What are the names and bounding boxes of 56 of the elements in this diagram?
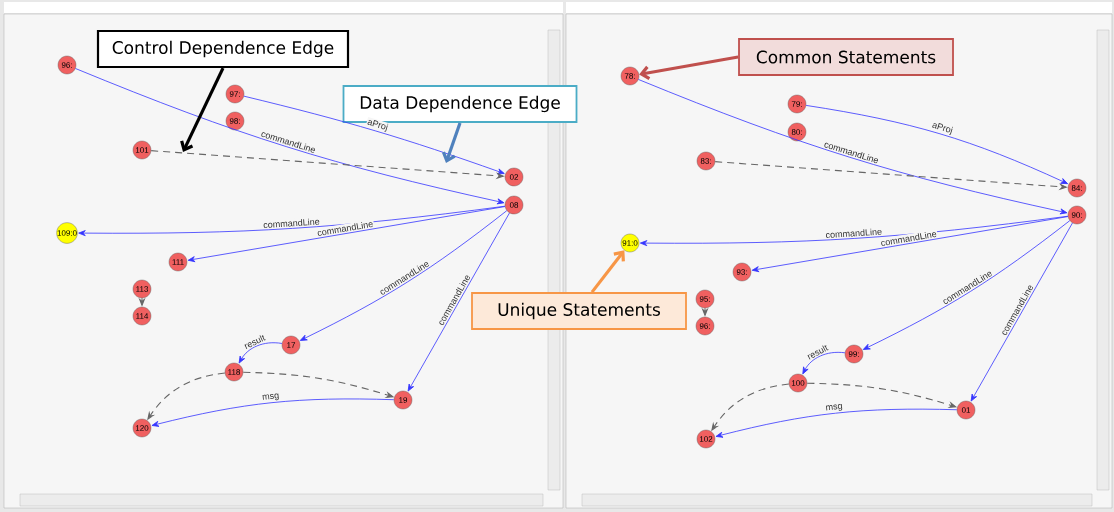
statement-node: 08 xyxy=(504,195,524,215)
statement-node: 78: xyxy=(620,66,640,86)
statement-node: 99: xyxy=(844,344,864,364)
arrow xyxy=(970,222,1073,402)
arrow xyxy=(802,352,846,375)
statement-node: 80: xyxy=(787,122,807,142)
leader-arrow xyxy=(639,55,739,81)
statement-node: 114 xyxy=(132,306,152,326)
statement-node: 02 xyxy=(504,167,524,187)
statement-node: 120 xyxy=(132,418,152,438)
edge-label: aProj xyxy=(365,117,390,134)
arrow xyxy=(862,220,1071,350)
callout-box: Control Dependence Edge xyxy=(96,29,350,69)
edge-label: aProj xyxy=(930,120,955,137)
statement-node: 90: xyxy=(1067,205,1087,225)
leader-arrow xyxy=(590,250,625,294)
arrow xyxy=(238,342,283,364)
statement-node: 111 xyxy=(168,252,188,272)
edge-label: result xyxy=(242,332,267,351)
statement-node: 100 xyxy=(788,373,808,393)
arrow xyxy=(638,79,1068,215)
statement-node: 84: xyxy=(1067,178,1087,198)
leader-arrow xyxy=(180,67,225,152)
statement-node: 91:0 xyxy=(620,233,640,253)
edge-label: commandLine xyxy=(824,227,884,240)
callout-box: Common Statements xyxy=(738,38,954,76)
statement-node: 109:0 xyxy=(56,222,78,244)
statement-node: 97: xyxy=(225,84,245,104)
statement-node: 98: xyxy=(225,111,245,131)
arrow xyxy=(407,212,510,392)
arrow xyxy=(75,68,505,205)
statement-node: 96: xyxy=(695,316,715,336)
callout-box: Unique Statements xyxy=(471,292,687,330)
statement-node: 95: xyxy=(695,289,715,309)
arrow xyxy=(299,210,508,341)
edge-label: msg xyxy=(261,392,281,403)
arrow xyxy=(805,105,1069,185)
statement-node: 102 xyxy=(696,429,716,449)
statement-node: 83: xyxy=(696,151,716,171)
edge-label: result xyxy=(805,342,830,362)
statement-node: 96: xyxy=(57,55,77,75)
arrow xyxy=(243,95,505,175)
statement-node: 118 xyxy=(224,362,244,382)
arrow xyxy=(751,216,1069,273)
edge-label: msg xyxy=(824,402,844,414)
statement-node: 113 xyxy=(132,279,152,299)
arrow xyxy=(715,408,958,438)
statement-node: 93: xyxy=(732,262,752,282)
statement-node: 17 xyxy=(281,335,301,355)
statement-node: 79: xyxy=(787,94,807,114)
statement-node: 101 xyxy=(132,140,152,160)
statement-node: 19 xyxy=(393,390,413,410)
statement-node: 01 xyxy=(956,400,976,420)
leader-arrow xyxy=(441,122,462,163)
arrow xyxy=(151,398,395,427)
arrow xyxy=(187,206,506,263)
